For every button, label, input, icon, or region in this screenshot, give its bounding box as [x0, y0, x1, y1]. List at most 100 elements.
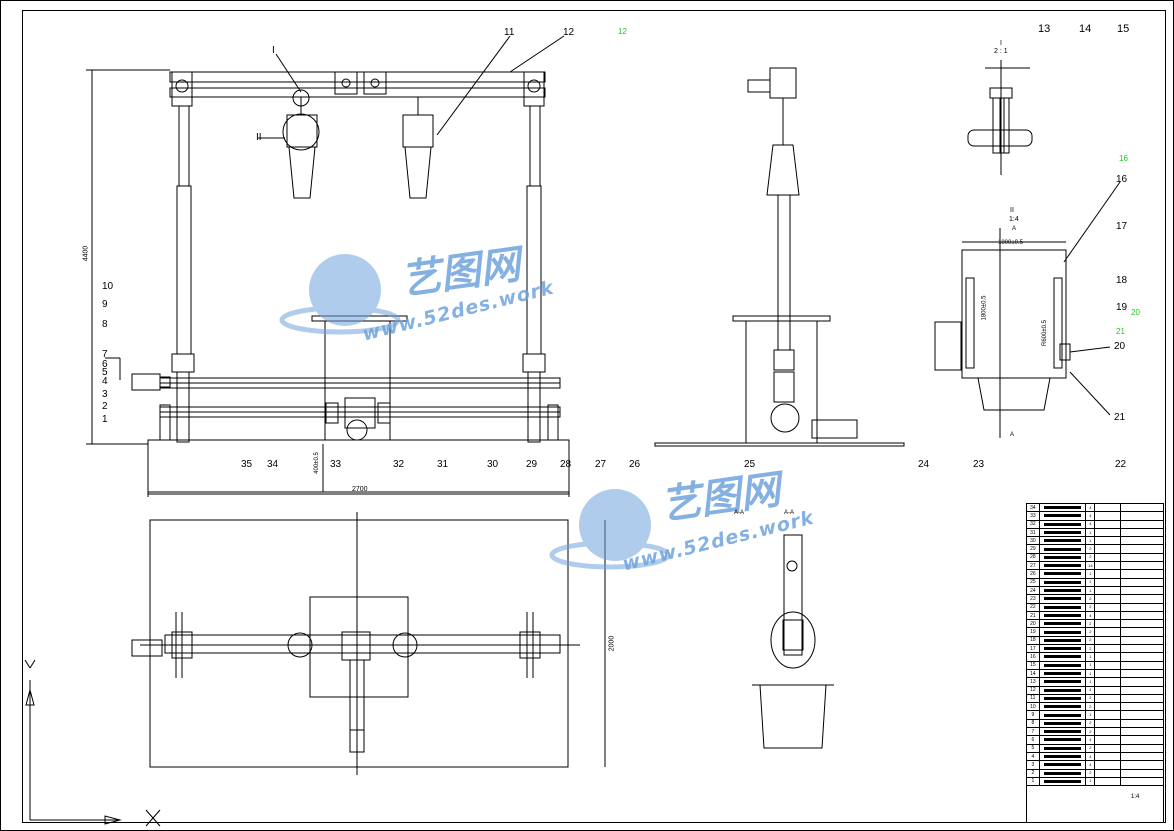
- bom-cell-standard: [1120, 610, 1164, 621]
- balloon-27: 27: [595, 459, 607, 470]
- bom-cell-qty: 1: [1085, 677, 1096, 687]
- bom-cell-number: 11: [1026, 693, 1040, 704]
- bom-cell-material: [1094, 677, 1122, 687]
- bom-cell-name: [1038, 536, 1087, 546]
- bom-cell-standard: [1120, 552, 1164, 563]
- bom-cell-standard: [1120, 619, 1164, 629]
- dim-height-main: 4400: [82, 245, 90, 262]
- balloon-26: 26: [629, 459, 641, 470]
- bom-cell-qty: 2: [1085, 702, 1096, 712]
- section-aa-label: A-A: [734, 510, 745, 516]
- bom-cell-qty: 2: [1085, 602, 1096, 612]
- bom-cell-name: [1038, 768, 1087, 778]
- balloon-30: 30: [487, 459, 499, 470]
- bom-cell-number: 8: [1026, 718, 1040, 729]
- balloon-2: 2: [102, 401, 108, 412]
- balloon-14: 14: [1079, 23, 1092, 35]
- bom-cell-name: [1038, 751, 1087, 762]
- balloon-18: 18: [1116, 275, 1128, 286]
- bom-cell-number: 2: [1026, 768, 1040, 778]
- bom-name-glyph: [1044, 672, 1081, 676]
- bom-cell-standard: [1120, 718, 1164, 729]
- balloon-green-20: 20: [1131, 308, 1140, 317]
- balloon-5: 5: [102, 367, 108, 378]
- bom-name-glyph: [1044, 589, 1081, 593]
- bom-cell-qty: 2: [1085, 726, 1096, 737]
- balloon-4: 4: [102, 376, 108, 387]
- bom-cell-number: 17: [1026, 644, 1040, 654]
- bom-cell-name: [1038, 735, 1087, 745]
- balloon-3: 3: [102, 389, 108, 400]
- bom-cell-standard: [1120, 710, 1164, 720]
- bom-name-glyph: [1044, 680, 1081, 684]
- balloon-21: 21: [1114, 412, 1126, 423]
- bom-cell-standard: [1120, 585, 1164, 596]
- balloon-green-16: 16: [1119, 154, 1128, 163]
- bom-cell-standard: [1120, 693, 1164, 704]
- bom-cell-name: [1038, 527, 1087, 538]
- balloon-11: 11: [504, 27, 515, 38]
- inner-frame: [22, 10, 1166, 823]
- balloon-17: 17: [1116, 221, 1128, 232]
- bom-cell-material: [1094, 726, 1122, 737]
- bom-cell-material: [1094, 660, 1122, 670]
- bom-cell-material: [1094, 718, 1122, 729]
- dim-detail-width: 1800±0.5: [998, 240, 1023, 246]
- bom-cell-number: 25: [1026, 577, 1040, 587]
- bom-cell-material: [1094, 735, 1122, 745]
- bom-cell-number: 6: [1026, 735, 1040, 745]
- bom-cell-qty: 1: [1085, 527, 1096, 538]
- balloon-24: 24: [918, 459, 930, 470]
- bom-cell-standard: [1120, 635, 1164, 646]
- balloon-20: 20: [1114, 341, 1126, 352]
- bom-name-glyph: [1044, 763, 1081, 767]
- bom-cell-number: 10: [1026, 702, 1040, 712]
- bom-name-glyph: [1044, 539, 1081, 543]
- balloon-12: 12: [563, 27, 575, 38]
- bom-cell-number: 19: [1026, 627, 1040, 637]
- view-1-scale: 2 : 1: [994, 48, 1008, 55]
- bom-cell-name: [1038, 710, 1087, 720]
- bom-cell-standard: [1120, 519, 1164, 529]
- bom-cell-number: 27: [1026, 561, 1040, 571]
- balloon-31: 31: [437, 459, 449, 470]
- bom-cell-name: [1038, 502, 1087, 513]
- bom-cell-material: [1094, 685, 1122, 695]
- bom-cell-number: 24: [1026, 585, 1040, 596]
- bom-cell-material: [1094, 577, 1122, 587]
- dim-plan-depth: 2000: [608, 635, 616, 652]
- bom-cell-number: 15: [1026, 660, 1040, 670]
- balloon-32: 32: [393, 459, 405, 470]
- bom-cell-standard: [1120, 743, 1164, 753]
- bom-name-glyph: [1044, 564, 1081, 568]
- bom-cell-material: [1094, 693, 1122, 704]
- bom-cell-material: [1094, 627, 1122, 637]
- bom-cell-name: [1038, 743, 1087, 753]
- bom-name-glyph: [1044, 514, 1081, 518]
- bom-name-glyph: [1044, 655, 1081, 659]
- balloon-9: 9: [102, 299, 108, 310]
- bom-cell-name: [1038, 511, 1087, 521]
- bom-cell-standard: [1120, 760, 1164, 770]
- bom-name-glyph: [1044, 572, 1081, 576]
- bom-cell-material: [1094, 702, 1122, 712]
- bom-cell-material: [1094, 561, 1122, 571]
- bom-cell-standard: [1120, 594, 1164, 604]
- bom-name-glyph: [1044, 705, 1081, 709]
- bom-cell-name: [1038, 644, 1087, 654]
- bom-cell-qty: 14: [1085, 561, 1096, 571]
- balloon-33: 33: [330, 459, 342, 470]
- bom-name-glyph: [1044, 713, 1081, 717]
- bom-cell-standard: [1120, 644, 1164, 654]
- bom-cell-material: [1094, 527, 1122, 538]
- bom-cell-name: [1038, 577, 1087, 587]
- balloon-23: 23: [973, 459, 985, 470]
- ucs-icon: [24, 659, 161, 827]
